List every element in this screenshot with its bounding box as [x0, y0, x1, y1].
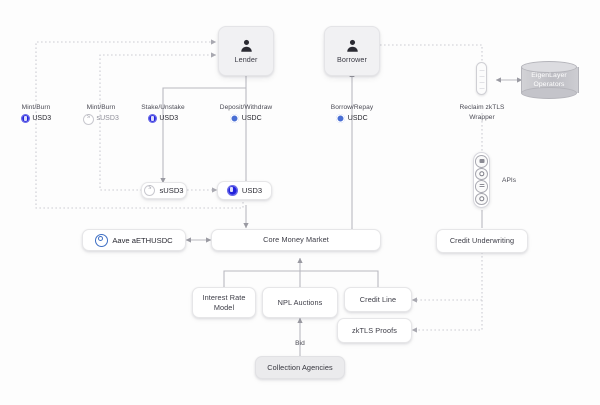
edge-label-stake-unstake: Stake/Unstake USD3	[128, 103, 198, 124]
api-icon-2	[475, 167, 488, 180]
zktls-wrapper-capsule[interactable]	[476, 62, 487, 95]
edge-action: Deposit/Withdraw	[219, 104, 273, 111]
person-icon	[240, 39, 252, 52]
usdc-coin-icon	[336, 114, 346, 124]
edge-label-deposit-withdraw: Deposit/Withdraw USDC	[207, 103, 285, 124]
person-icon	[346, 39, 358, 52]
edge-token-label: USDC	[241, 114, 262, 122]
edge-action: Borrow/Repay	[330, 104, 374, 111]
actor-borrower[interactable]: Borrower	[324, 26, 380, 76]
edge-token-label: USD3	[159, 114, 179, 122]
api-icon-1	[475, 155, 488, 168]
node-npl-auctions[interactable]: NPL Auctions	[262, 287, 338, 318]
node-collection-agencies[interactable]: Collection Agencies	[255, 356, 345, 379]
zktls-line2: Wrapper	[469, 113, 495, 121]
actor-lender[interactable]: Lender	[218, 26, 274, 76]
actor-borrower-label: Borrower	[337, 55, 367, 64]
actor-lender-label: Lender	[234, 55, 258, 64]
token-chip-susd3-label: sUSD3	[159, 186, 184, 195]
cylinder-top	[521, 61, 577, 73]
edge-label-reclaim-zktls: Reclaim zkTLS Wrapper	[447, 103, 517, 122]
edge-token-label: sUSD3	[96, 114, 119, 122]
edge-token-label: USD3	[32, 114, 52, 122]
node-credit-line[interactable]: Credit Line	[344, 287, 412, 312]
node-core-money-market-label: Core Money Market	[263, 235, 329, 245]
apis-label: APIs	[502, 177, 517, 184]
node-aave-label: Aave aETHUSDC	[112, 235, 173, 245]
node-credit-line-label: Credit Line	[359, 294, 397, 304]
node-collection-agencies-label: Collection Agencies	[267, 362, 333, 372]
node-npl-auctions-label: NPL Auctions	[277, 297, 323, 307]
usdc-coin-icon	[230, 114, 240, 124]
usd3-coin-icon	[226, 185, 238, 196]
edge-token: sUSD3	[72, 113, 130, 125]
node-core-money-market[interactable]: Core Money Market	[211, 229, 381, 251]
edge-label-borrow-repay: Borrow/Repay USDC	[316, 103, 388, 124]
api-icon-4	[475, 192, 488, 205]
edge-action: Mint/Burn	[21, 104, 51, 111]
eigenlayer-label: EigenLayer Operators	[521, 72, 577, 90]
api-icon-3	[475, 180, 488, 193]
token-chip-usd3-label: USD3	[241, 186, 263, 195]
node-eigenlayer-operators[interactable]: EigenLayer Operators	[521, 61, 579, 99]
edge-label-mint-burn-usd3: Mint/Burn USD3	[8, 103, 64, 124]
cylinder-bottom	[521, 87, 577, 99]
token-chip-usd3[interactable]: USD3	[217, 181, 272, 200]
susd3-coin-icon	[144, 185, 156, 196]
edge-token-label: USDC	[347, 114, 368, 122]
token-chip-susd3[interactable]: sUSD3	[141, 182, 187, 199]
edge-label-bid: Bid	[286, 339, 314, 349]
edge-label-apis: APIs	[502, 176, 528, 186]
apis-stack[interactable]	[473, 152, 490, 208]
edge-token: USDC	[316, 114, 388, 124]
node-aave-aethusdc[interactable]: Aave aETHUSDC	[82, 229, 186, 251]
edge-label-mint-burn-susd3: Mint/Burn sUSD3	[72, 103, 130, 125]
susd3-coin-icon	[83, 113, 95, 125]
edge-token: USDC	[207, 114, 285, 124]
node-credit-underwriting-label: Credit Underwriting	[449, 236, 515, 246]
node-credit-underwriting[interactable]: Credit Underwriting	[436, 229, 528, 253]
node-interest-rate-model-label: Interest Rate Model	[202, 292, 246, 312]
node-zktls-proofs[interactable]: zkTLS Proofs	[337, 318, 412, 343]
eigenlayer-line1: EigenLayer	[531, 72, 567, 79]
aave-coin-icon	[95, 233, 109, 247]
edge-token: USD3	[128, 114, 198, 124]
edge-action: Mint/Burn	[86, 104, 116, 111]
node-interest-rate-model[interactable]: Interest Rate Model	[192, 287, 256, 318]
zktls-line1: Reclaim zkTLS	[459, 104, 505, 111]
bid-label: Bid	[295, 340, 305, 347]
eigenlayer-line2: Operators	[533, 80, 565, 88]
node-zktls-proofs-label: zkTLS Proofs	[352, 325, 397, 335]
usd3-coin-icon	[147, 114, 157, 124]
usd3-coin-icon	[20, 114, 30, 124]
edge-action: Stake/Unstake	[141, 104, 185, 111]
edge-token: USD3	[8, 114, 64, 124]
